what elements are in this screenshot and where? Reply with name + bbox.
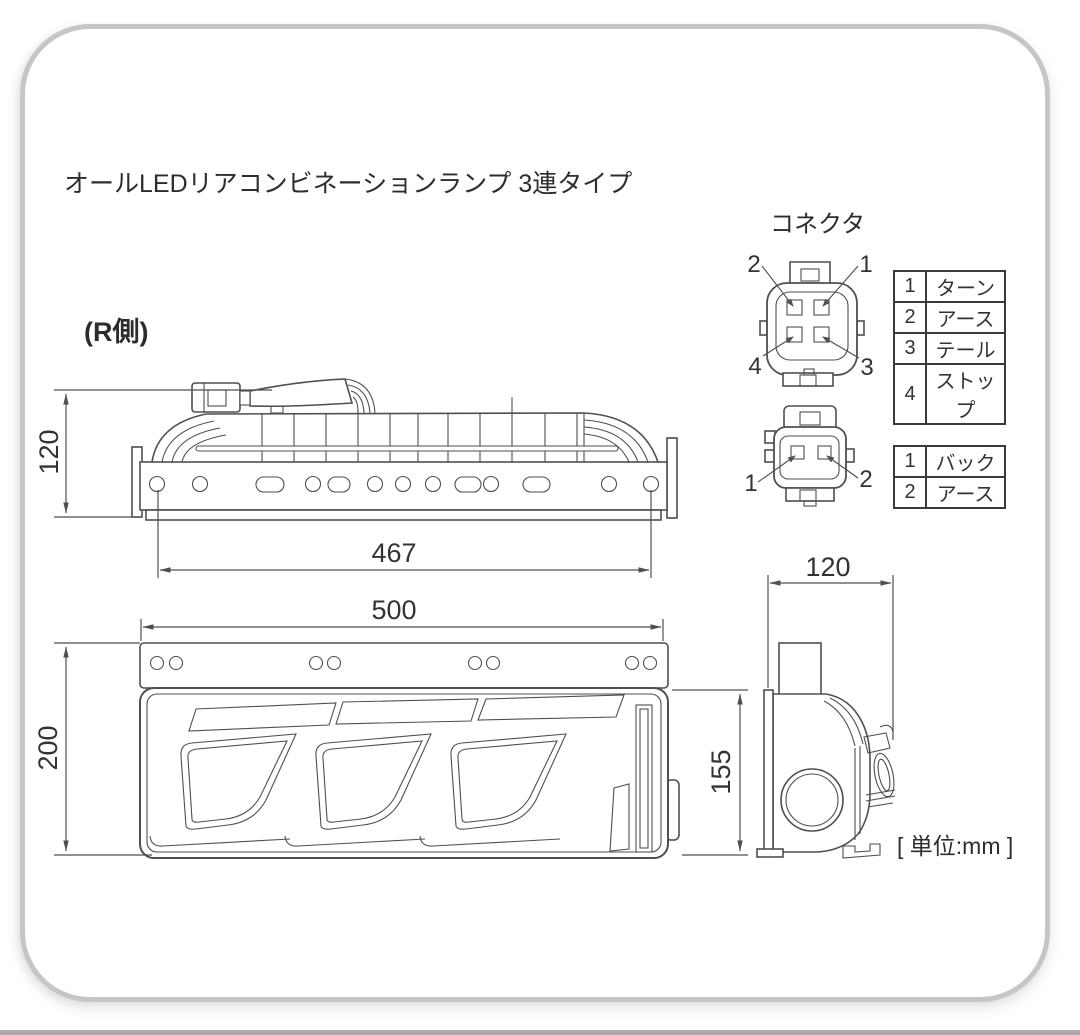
unit-note: [ 単位:mm ] — [897, 833, 1014, 859]
lens-segments — [149, 733, 567, 847]
dim-top-height: 120 — [34, 389, 272, 518]
connector-2pin-drawing: 1 2 — [744, 405, 873, 507]
connector-4pin-drawing: 2 1 4 3 — [747, 251, 874, 387]
bar-holes — [148, 475, 660, 493]
pin-number: 1 — [893, 270, 927, 303]
table-row: 1 バック — [893, 445, 1006, 478]
dim-label-hole-span: 467 — [371, 538, 416, 568]
pin-signal: ストップ — [925, 363, 1006, 425]
pin-number: 2 — [893, 301, 927, 334]
pin-table-4pin: 1 ターン 2 アース 3 テール 4 ストップ — [893, 270, 1006, 425]
table-row: 2 アース — [893, 301, 1006, 334]
dim-front-height: 200 — [33, 642, 152, 856]
pin-label-2: 2 — [747, 251, 760, 278]
front-view-drawing: 500 — [33, 595, 748, 859]
side-view-drawing: 120 — [756, 552, 896, 859]
table-row: 1 ターン — [893, 270, 1006, 303]
dim-label-front-height: 200 — [33, 725, 63, 770]
pin-label-3: 3 — [860, 354, 873, 381]
pin-signal: バック — [925, 445, 1006, 478]
table-row: 3 テール — [893, 332, 1006, 365]
top-view-side-label: (R側) — [84, 317, 149, 347]
pin-number: 1 — [893, 445, 927, 478]
dim-lamp-height: 155 — [672, 689, 748, 856]
pin-number: 3 — [893, 332, 927, 365]
bracket-holes — [149, 655, 658, 671]
next-image-edge — [0, 1030, 1080, 1035]
side-clamp — [863, 724, 896, 808]
pin-signal: アース — [925, 476, 1006, 509]
pin-number: 2 — [893, 476, 927, 509]
harness-connector — [191, 382, 241, 413]
top-view-drawing: 120 467 — [34, 378, 678, 578]
dim-label-side-depth: 120 — [805, 552, 850, 582]
pin-signal: アース — [925, 301, 1006, 334]
pin-label-4: 4 — [748, 353, 761, 380]
dim-label-lamp-height: 155 — [706, 749, 736, 794]
pin-label-2-small: 2 — [859, 466, 872, 493]
table-row: 4 ストップ — [893, 363, 1006, 425]
pin-signal: ターン — [925, 270, 1006, 303]
dim-label-front-width: 500 — [371, 595, 416, 625]
table-row: 2 アース — [893, 476, 1006, 509]
dim-label-top-height: 120 — [34, 429, 64, 474]
dim-front-width: 500 — [140, 595, 664, 641]
pin-signal: テール — [925, 332, 1006, 365]
page-title: オールLEDリアコンビネーションランプ 3連タイプ — [64, 170, 633, 198]
pin-table-2pin: 1 バック 2 アース — [893, 445, 1006, 509]
dim-hole-span: 467 — [157, 490, 652, 578]
pin-label-1: 1 — [859, 251, 872, 278]
connector-section-title: コネクタ — [770, 211, 866, 238]
pin-number: 4 — [893, 363, 927, 425]
pin-label-1-small: 1 — [744, 470, 757, 497]
dim-side-depth: 120 — [767, 552, 894, 740]
